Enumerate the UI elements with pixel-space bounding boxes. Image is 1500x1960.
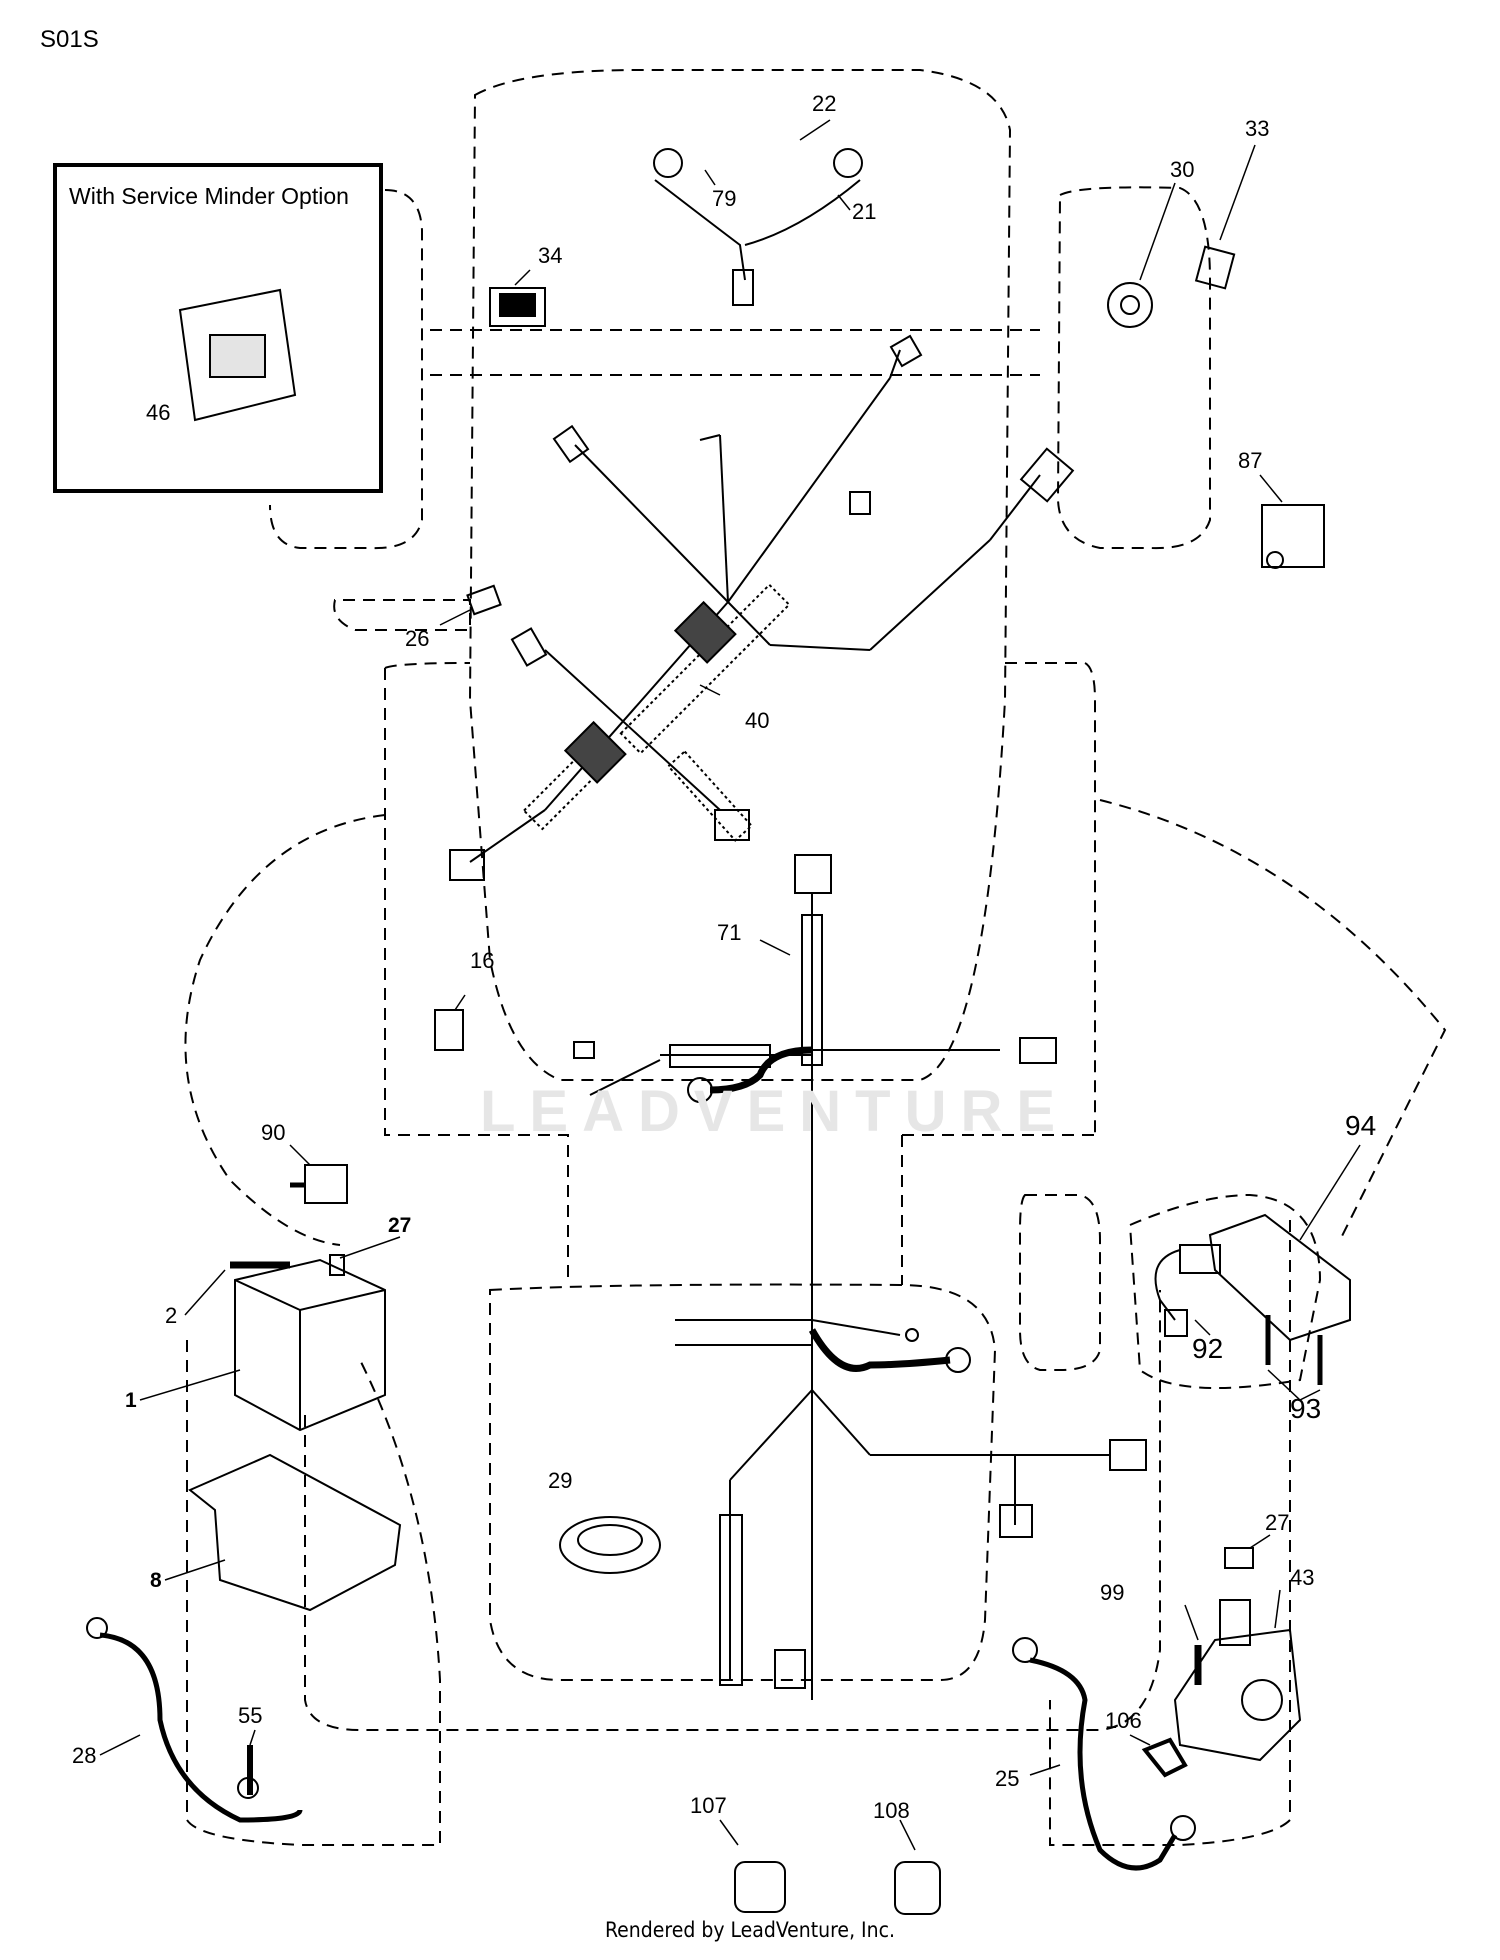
harness-71 (573, 854, 1147, 1700)
callout-90: 90 (261, 1120, 286, 1145)
dash-band (430, 329, 1040, 376)
grommet (559, 1516, 661, 1574)
callout-33: 33 (1245, 116, 1270, 141)
relay (1261, 504, 1325, 568)
connector (1019, 447, 1075, 503)
nut (329, 1254, 345, 1276)
callout-94: 94 (1345, 1110, 1377, 1141)
lower-frame-outline (304, 1290, 1161, 1731)
callout-93: 93 (1290, 1393, 1322, 1424)
frame-outline (384, 662, 1096, 1285)
callout-108: 108 (873, 1798, 910, 1823)
conduit (673, 600, 737, 664)
hood-outline (468, 69, 1012, 1081)
diagram-code: S01S (40, 26, 99, 53)
callout-40: 40 (745, 708, 770, 733)
callout-21: 21 (852, 199, 877, 224)
module-94 (1208, 1213, 1351, 1342)
switch-108 (894, 1861, 941, 1915)
leader-lines (99, 119, 1361, 1851)
left-fender-outline (184, 814, 386, 1246)
callout-16: 16 (470, 948, 495, 973)
callout-28: 28 (72, 1743, 97, 1768)
callout-27-top: 27 (388, 1214, 412, 1237)
callout-22: 22 (812, 91, 837, 116)
right-upper-outline (1056, 186, 1211, 550)
ground-cable (808, 1328, 951, 1372)
conduit (666, 750, 754, 842)
ignition-switch (1107, 282, 1153, 328)
callout-1: 1 (125, 1389, 137, 1412)
ground-cable (709, 1046, 813, 1094)
module-outline (1128, 1193, 1322, 1389)
connector-92 (1154, 1249, 1181, 1321)
callout-71: 71 (717, 920, 742, 945)
service-minder-inset: With Service Minder Option (53, 163, 383, 493)
connector (552, 424, 590, 464)
right-lower-outline (1049, 1220, 1291, 1846)
ring-terminal (687, 1077, 713, 1103)
nut (1224, 1547, 1254, 1569)
conduit (619, 583, 791, 755)
rocker-switch (489, 287, 546, 327)
connector (849, 491, 871, 515)
dashed-outlines (184, 69, 1447, 1846)
clip (1141, 1737, 1188, 1778)
fuse-tab-outline (333, 599, 471, 631)
lower-body-outline (489, 1283, 997, 1681)
connector (889, 334, 923, 368)
callout-92: 92 (1192, 1333, 1224, 1364)
callout-2: 2 (165, 1303, 178, 1328)
callout-30: 30 (1170, 157, 1195, 182)
inset-title: With Service Minder Option (69, 183, 349, 209)
battery-tray (188, 1453, 402, 1612)
callout-34: 34 (538, 243, 563, 268)
connector (999, 1504, 1033, 1538)
connector (449, 849, 485, 881)
harness-40 (449, 334, 1075, 881)
callout-55: 55 (238, 1703, 263, 1728)
left-upper-outline (269, 189, 423, 550)
switch-107 (734, 1861, 786, 1913)
callout-99: 99 (1100, 1580, 1125, 1605)
callout-29: 29 (548, 1468, 573, 1493)
ring-terminal (945, 1347, 971, 1373)
conduit (563, 720, 627, 784)
callout-106: 106 (1105, 1708, 1142, 1733)
callout-26: 26 (405, 626, 430, 651)
connector (1109, 1439, 1147, 1471)
battery-cable-25 (1029, 1657, 1178, 1871)
watermark: LEADVENTURE (480, 1079, 1070, 1144)
connector (1019, 1037, 1057, 1064)
battery (234, 1258, 386, 1432)
connector (714, 809, 750, 841)
callout-8: 8 (150, 1569, 162, 1592)
callout-107: 107 (690, 1793, 727, 1818)
headlight-assembly (653, 148, 863, 306)
connector (573, 1041, 595, 1059)
key (1194, 245, 1236, 290)
battery-cable-28 (99, 1632, 303, 1823)
left-lower-outline (186, 1340, 441, 1846)
interlock-switch (434, 1009, 464, 1051)
fuse (466, 584, 502, 616)
callout-43: 43 (1290, 1565, 1315, 1590)
solenoid (1173, 1628, 1302, 1762)
callout-46: 46 (146, 400, 171, 425)
callout-87: 87 (1238, 448, 1263, 473)
slot-outline (1019, 1194, 1101, 1371)
footer-credit: Rendered by LeadVenture, Inc. (605, 1918, 895, 1942)
callout-79: 79 (712, 186, 737, 211)
connector (774, 1649, 806, 1689)
callout-25: 25 (995, 1766, 1020, 1791)
callout-27-right: 27 (1265, 1510, 1290, 1535)
connector (510, 627, 548, 667)
